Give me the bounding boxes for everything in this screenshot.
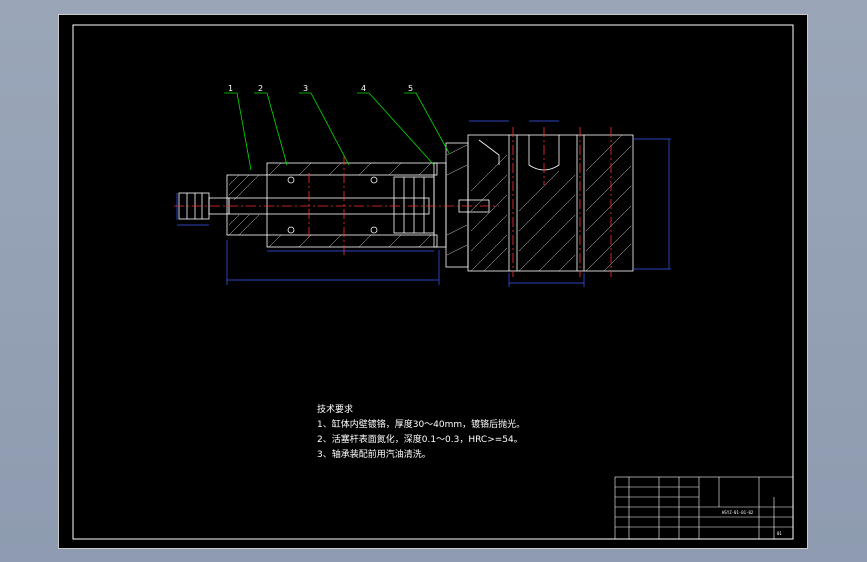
notes-line-2: 2、活塞杆表面氮化，深度0.1～0.3，HRC>=54。	[317, 433, 523, 445]
cylinder-assembly	[178, 142, 490, 268]
leader-lines	[224, 92, 450, 171]
notes-line-3: 3、轴承装配前用汽油清洗。	[317, 448, 431, 460]
barrel-top	[266, 162, 438, 176]
sheet-number: 01	[777, 531, 782, 536]
barrel-bottom	[266, 234, 438, 248]
balloon-1: 1	[228, 84, 233, 93]
rear-cap	[433, 162, 447, 248]
notes-line-1: 1、缸体内壁镀铬，厚度30～40mm，镀铬后抛光。	[317, 418, 525, 430]
balloon-3: 3	[303, 84, 308, 93]
seal-circle	[287, 176, 295, 184]
leader-3	[299, 92, 350, 166]
seal-circle	[370, 226, 378, 234]
leader-4	[357, 92, 435, 166]
bearing-housing	[445, 142, 469, 268]
title-block	[614, 476, 794, 540]
balloon-4: 4	[361, 84, 366, 93]
seal-circle	[370, 176, 378, 184]
leader-5	[404, 92, 450, 154]
centerlines	[174, 127, 612, 277]
section-hatching	[228, 144, 468, 256]
block-outline	[467, 134, 634, 272]
seal-circle	[287, 226, 295, 234]
leader-1	[224, 92, 252, 171]
dimensions	[176, 120, 671, 287]
drawing-sheet: 1 2 3 4 5 技术要求 1、缸体内壁镀铬，厚度30～40mm，镀铬后抛光。…	[58, 14, 808, 549]
balloon-5: 5	[408, 84, 413, 93]
drawing-number: HSYZ-01-01-02	[722, 510, 754, 515]
fixture-block	[467, 134, 634, 272]
balloon-2: 2	[258, 84, 263, 93]
cad-drawing: 1 2 3 4 5 技术要求 1、缸体内壁镀铬，厚度30～40mm，镀铬后抛光。…	[72, 24, 794, 540]
front-cap	[226, 174, 268, 236]
block-hatching	[470, 134, 632, 272]
inner-frame	[72, 24, 794, 540]
notes-title: 技术要求	[317, 403, 353, 415]
drill-bushing	[478, 139, 500, 165]
leader-2	[254, 92, 288, 166]
